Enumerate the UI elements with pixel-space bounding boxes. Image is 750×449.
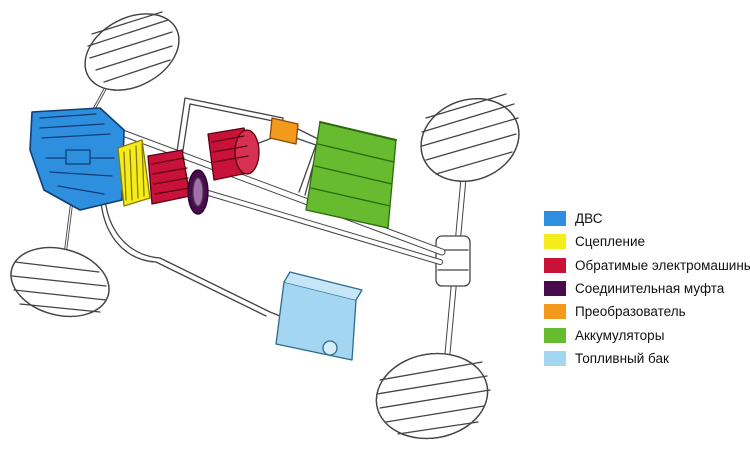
legend-swatch	[544, 327, 566, 343]
electric-motor-icon-rear	[207, 127, 260, 181]
legend-item-electric-machines: Обратимые электромашины	[544, 254, 750, 277]
legend-item-coupling: Соединительная муфта	[544, 277, 750, 300]
legend-swatch	[544, 234, 566, 250]
rear-left-wheel	[420, 93, 520, 182]
legend-label: Аккумуляторы	[575, 327, 665, 343]
legend-item-fuel-tank: Топливный бак	[544, 347, 750, 370]
inverter-icon	[269, 117, 299, 145]
legend: ДВС Сцепление Обратимые электромашины Со…	[544, 207, 750, 370]
legend-swatch	[544, 350, 566, 366]
legend-label: ДВС	[575, 211, 603, 227]
legend-swatch	[544, 304, 566, 320]
legend-label: Соединительная муфта	[575, 281, 725, 297]
rear-axle	[435, 159, 471, 373]
legend-label: Обратимые электромашины	[575, 257, 750, 273]
engine-icon	[29, 107, 125, 211]
legend-label: Топливный бак	[575, 350, 669, 366]
legend-swatch	[544, 211, 566, 227]
clutch-icon	[117, 139, 151, 207]
legend-item-engine: ДВС	[544, 207, 750, 230]
legend-label: Преобразователь	[575, 304, 686, 320]
legend-swatch	[544, 281, 566, 297]
fuel-tank-icon	[275, 271, 363, 361]
coupling-icon	[187, 169, 209, 215]
front-left-wheel	[84, 11, 180, 91]
battery-icon	[305, 121, 397, 229]
rear-right-wheel	[375, 352, 491, 440]
legend-label: Сцепление	[575, 234, 646, 250]
legend-item-batteries: Аккумуляторы	[544, 323, 750, 346]
legend-item-inverter: Преобразователь	[544, 300, 750, 323]
electric-motor-icon	[147, 149, 191, 205]
legend-swatch	[544, 257, 566, 273]
legend-item-clutch: Сцепление	[544, 230, 750, 253]
front-right-wheel	[10, 246, 110, 318]
